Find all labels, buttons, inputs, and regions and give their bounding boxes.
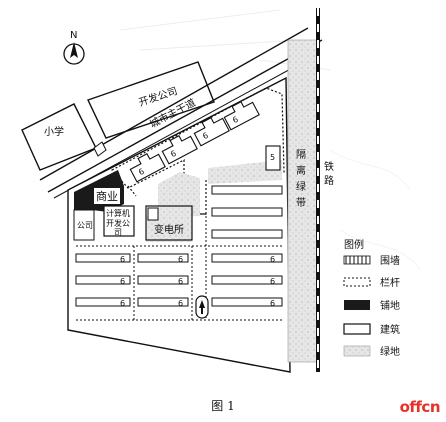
legend-swatch-railing <box>343 277 371 287</box>
svg-text:6: 6 <box>270 299 275 308</box>
green-patch-b <box>208 160 282 184</box>
figure-caption: 图 1 <box>211 399 235 413</box>
commerce-label: 商业 <box>96 189 118 203</box>
row-buildings-west: 6 6 6 6 6 6 <box>75 253 189 308</box>
legend-label-paved: 铺地 <box>380 299 400 312</box>
substation-block: 变电所 <box>145 205 193 241</box>
green-areas <box>146 39 319 363</box>
svg-text:6: 6 <box>120 255 125 264</box>
legend-label-building: 建筑 <box>380 323 400 336</box>
svg-text:6: 6 <box>178 255 183 264</box>
entrance-arrow <box>195 295 209 319</box>
computer-company-label-1: 计算机 <box>106 208 130 218</box>
offcn-logo: offcn <box>399 398 441 416</box>
svg-text:隔: 隔 <box>296 149 306 161</box>
substation-label: 变电所 <box>154 223 184 236</box>
legend-swatch-paved <box>344 300 370 310</box>
legend-label-railing: 栏杆 <box>380 276 400 289</box>
svg-text:6: 6 <box>169 149 178 159</box>
primary-school-block: 小学 <box>21 103 97 171</box>
green-belt-patch <box>287 39 319 363</box>
company-label: 公司 <box>77 221 93 230</box>
legend-title: 图例 <box>344 238 364 251</box>
railway: 铁 路 <box>316 8 334 372</box>
svg-text:6: 6 <box>120 299 125 308</box>
north-label: N <box>70 30 77 41</box>
north-arrow-needle <box>70 42 78 58</box>
legend-swatch-wall <box>343 255 371 265</box>
svg-text:6: 6 <box>178 299 183 308</box>
svg-text:6: 6 <box>178 277 183 286</box>
company-block <box>73 209 95 241</box>
dev-company-block: 开发公司 <box>87 61 215 139</box>
svg-text:离: 离 <box>296 164 306 177</box>
legend-swatch-green <box>343 345 371 357</box>
legend-label-wall: 围墙 <box>380 254 400 267</box>
green-belt-labels: 隔 离 绿 带 <box>296 149 306 209</box>
row-buildings-east: 6 6 6 <box>211 185 283 308</box>
tower-buildings: 6 6 6 6 5 <box>129 101 281 183</box>
svg-text:带: 带 <box>296 197 306 209</box>
computer-company-label-2: 开发公 <box>106 218 130 228</box>
svg-text:6: 6 <box>120 277 125 286</box>
svg-text:6: 6 <box>270 277 275 286</box>
computer-company-label-3: 司 <box>114 228 122 237</box>
commerce-block: 商业 公司 <box>73 170 124 241</box>
legend-swatch-building <box>343 323 371 335</box>
north-arrow: N <box>63 30 85 65</box>
primary-school-label: 小学 <box>44 125 64 138</box>
computer-company-block: 计算机 开发公 司 <box>103 205 135 237</box>
railway-label-1: 铁 <box>324 160 334 173</box>
svg-text:6: 6 <box>270 255 275 264</box>
svg-text:绿: 绿 <box>296 180 306 193</box>
legend-label-green: 绿地 <box>380 345 400 358</box>
svg-text:5: 5 <box>270 153 275 162</box>
svg-text:6: 6 <box>201 131 210 141</box>
commerce-label-bg <box>94 188 120 204</box>
svg-text:6: 6 <box>137 167 146 177</box>
gate-icon <box>93 141 107 157</box>
legend: 图例 围墙 栏杆 铺地 建筑 绿地 <box>343 238 400 358</box>
railway-label-2: 路 <box>324 174 334 187</box>
svg-text:6: 6 <box>231 115 240 125</box>
